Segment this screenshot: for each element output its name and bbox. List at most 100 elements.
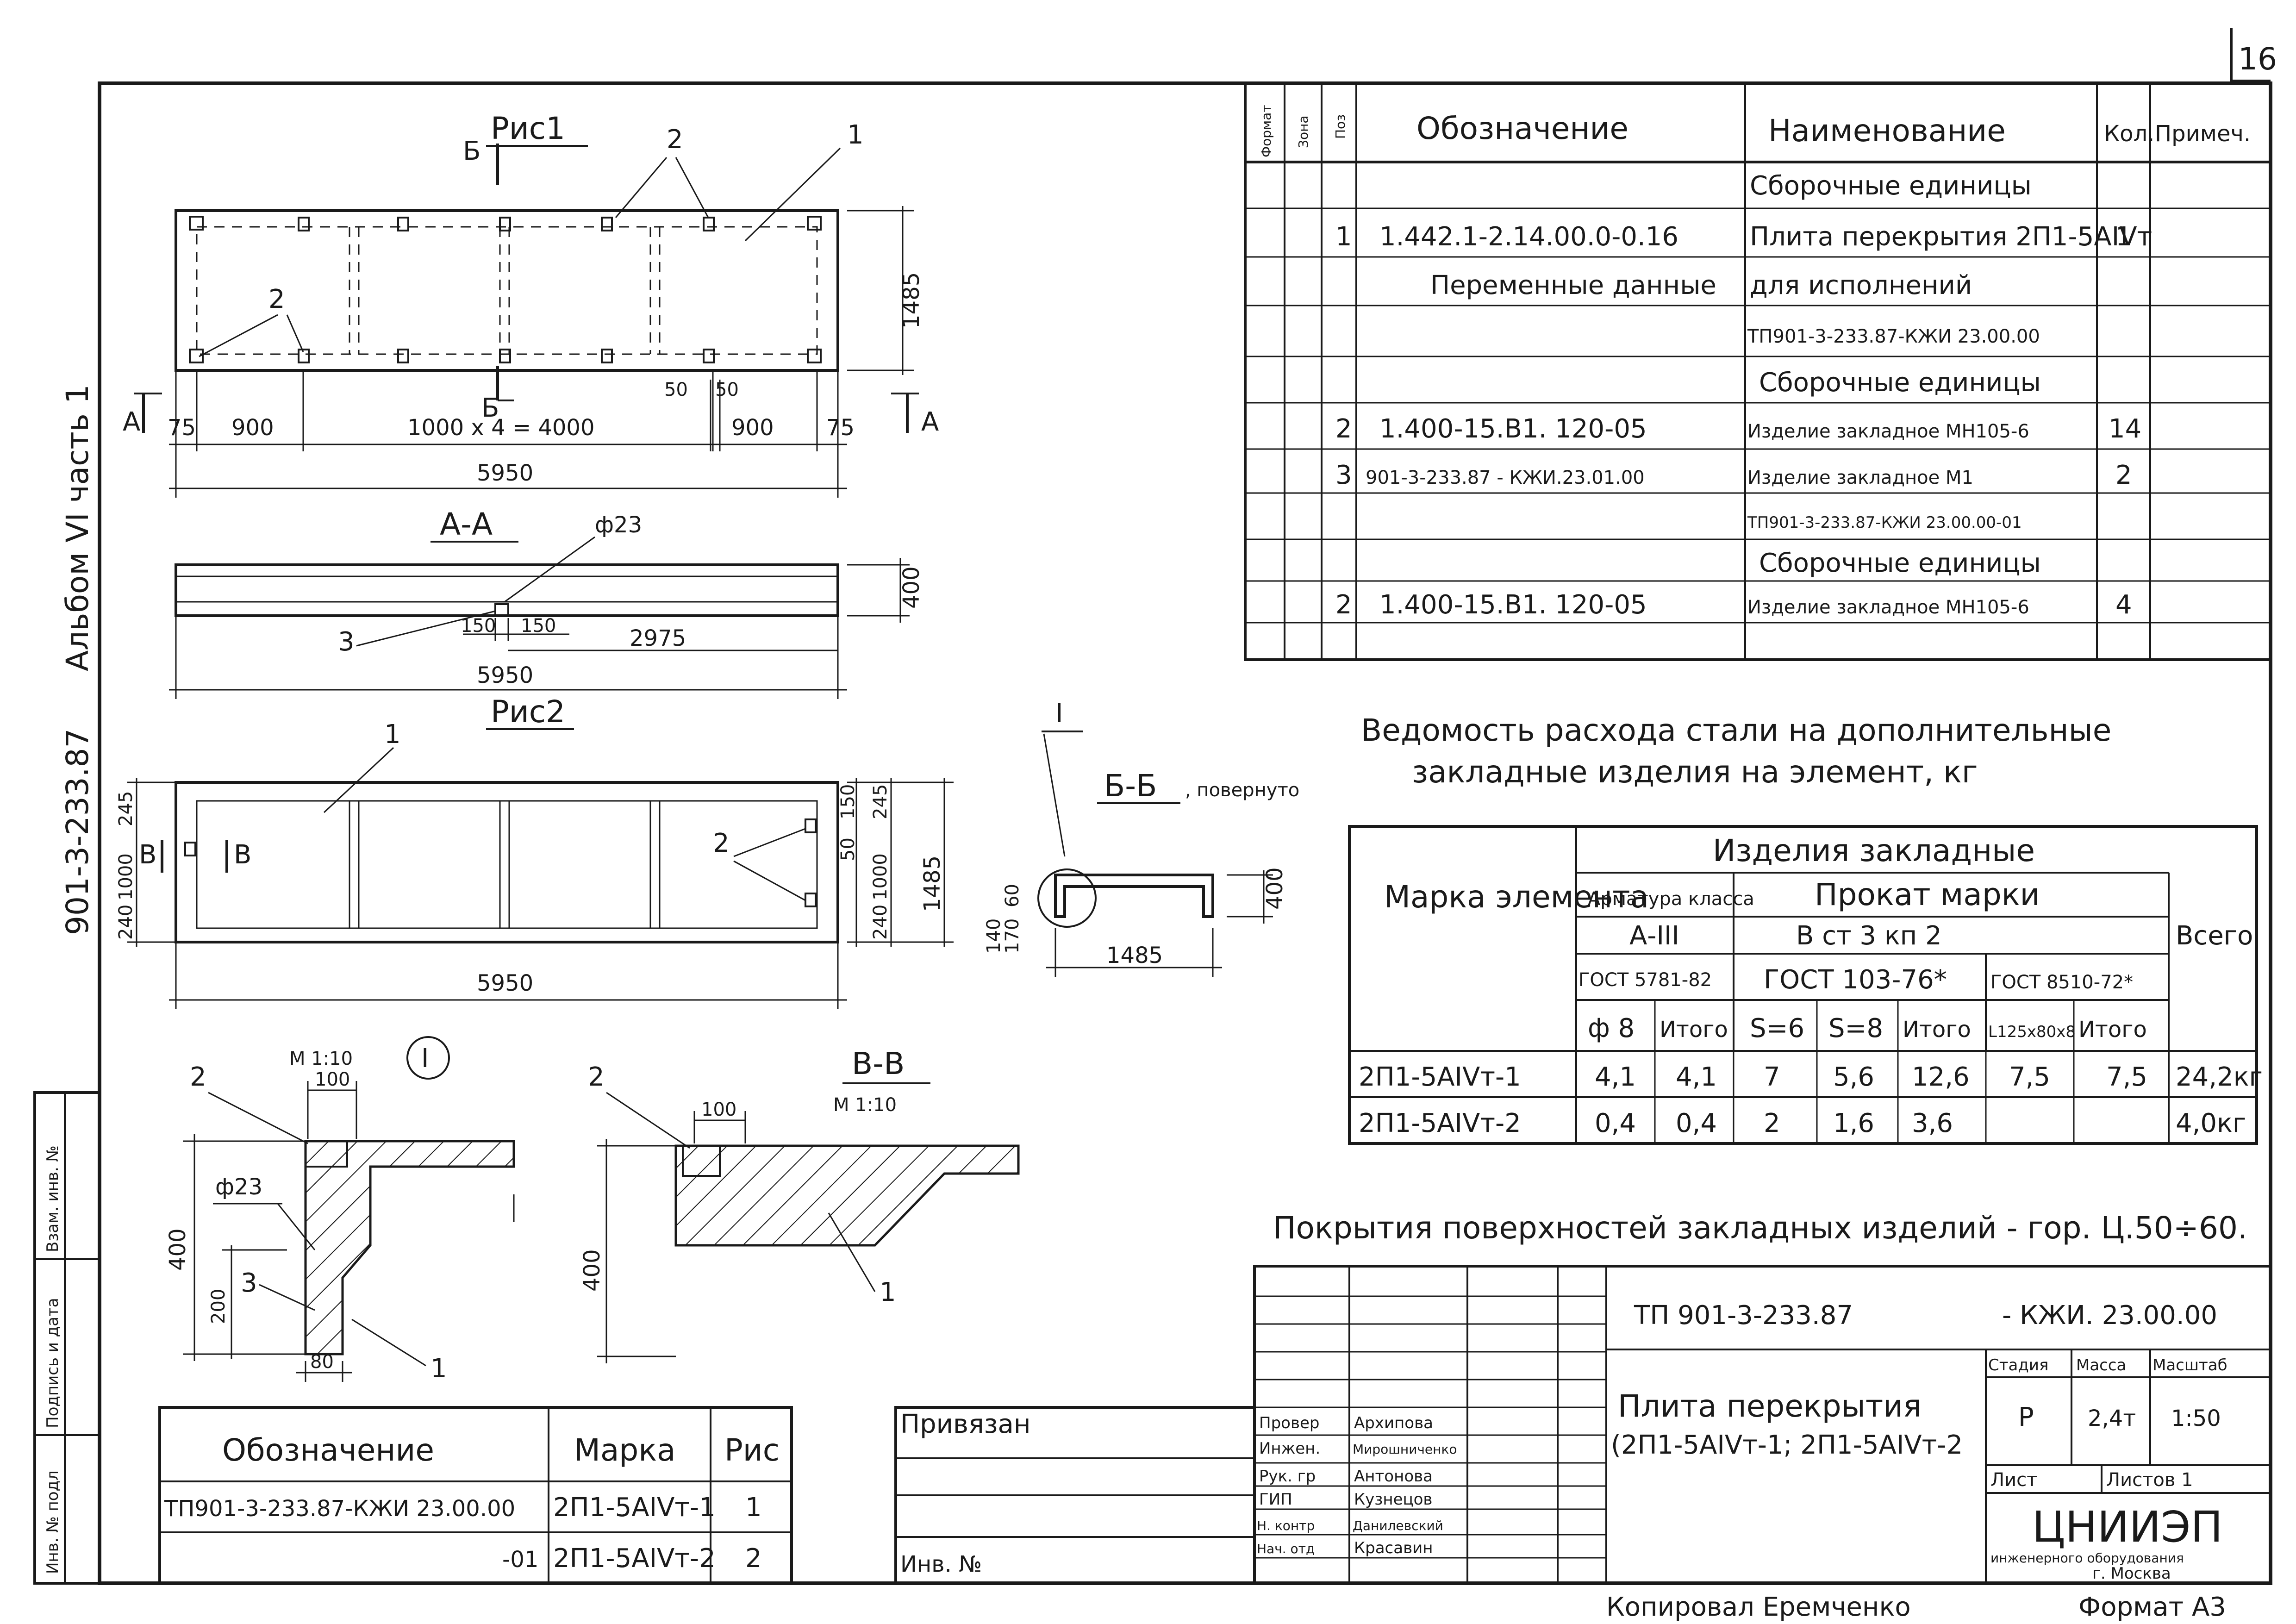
svg-text:1.442.1-2.14.00.0-0.16: 1.442.1-2.14.00.0-0.16 bbox=[1379, 222, 1678, 252]
svg-text:Н. контр: Н. контр bbox=[1257, 1518, 1315, 1533]
svg-text:Кол.: Кол. bbox=[2104, 121, 2154, 147]
svg-text:Итого: Итого bbox=[1903, 1017, 1971, 1043]
svg-text:50: 50 bbox=[837, 837, 859, 861]
svg-text:ГОСТ 103-76*: ГОСТ 103-76* bbox=[1764, 965, 1947, 995]
svg-text:Формат: Формат bbox=[1259, 105, 1274, 157]
svg-text:, повернуто: , повернуто bbox=[1185, 780, 1299, 801]
svg-text:50: 50 bbox=[715, 379, 739, 400]
svg-text:ГИП: ГИП bbox=[1259, 1490, 1292, 1509]
svg-text:2: 2 bbox=[745, 1543, 762, 1574]
node-I-mark: I bbox=[1055, 699, 1063, 729]
svg-text:2: 2 bbox=[1764, 1108, 1780, 1138]
album-label: Альбом VI часть 1 bbox=[60, 384, 95, 671]
svg-text:Арматура класса: Арматура класса bbox=[1588, 888, 1754, 910]
svg-text:ф23: ф23 bbox=[595, 512, 642, 538]
svg-text:Б: Б bbox=[463, 136, 480, 166]
svg-text:Архипова: Архипова bbox=[1354, 1414, 1433, 1432]
svg-text:5950: 5950 bbox=[477, 970, 533, 996]
svg-text:ТП901-3-233.87-КЖИ 23.00.00-01: ТП901-3-233.87-КЖИ 23.00.00-01 bbox=[1747, 513, 2022, 532]
svg-text:200: 200 bbox=[208, 1289, 229, 1324]
svg-text:7: 7 bbox=[1764, 1062, 1780, 1092]
svg-text:900: 900 bbox=[231, 415, 274, 441]
figure-2-plan: Рис2 1 2 В В 245 1000 240 150 bbox=[115, 694, 954, 1009]
svg-text:1: 1 bbox=[745, 1493, 762, 1523]
fig1-title: Рис1 bbox=[491, 111, 565, 146]
svg-text:4: 4 bbox=[2115, 590, 2132, 620]
node-I-detail: М 1:10 I 100 2 ф23 400 200 3 80 1 bbox=[165, 1036, 515, 1384]
svg-text:В: В bbox=[139, 840, 156, 870]
svg-text:3: 3 bbox=[1335, 460, 1352, 490]
svg-text:ф 8: ф 8 bbox=[1588, 1013, 1635, 1043]
svg-text:50: 50 bbox=[664, 379, 688, 400]
section-vv-title: В-В bbox=[852, 1046, 905, 1081]
svg-text:Стадия: Стадия bbox=[1988, 1356, 2048, 1374]
svg-text:Плита перекрытия 2П1-5АIVт: Плита перекрытия 2П1-5АIVт bbox=[1750, 222, 2152, 252]
svg-text:7,5: 7,5 bbox=[2009, 1062, 2050, 1092]
footer-format: Формат А3 bbox=[2078, 1592, 2226, 1622]
svg-text:4,1: 4,1 bbox=[1676, 1062, 1717, 1092]
svg-text:Итого: Итого bbox=[1660, 1017, 1728, 1043]
svg-text:240: 240 bbox=[115, 905, 137, 940]
svg-text:5950: 5950 bbox=[477, 460, 533, 486]
svg-text:4,1: 4,1 bbox=[1595, 1062, 1636, 1092]
coating-note: Покрытия поверхностей закладных изделий … bbox=[1273, 1210, 2247, 1246]
svg-text:Мирошниченко: Мирошниченко bbox=[1353, 1442, 1457, 1457]
svg-text:Кузнецов: Кузнецов bbox=[1354, 1490, 1432, 1509]
sheet-number: 16 bbox=[2238, 41, 2277, 77]
svg-text:2: 2 bbox=[713, 828, 730, 858]
svg-text:Сборочные единицы: Сборочные единицы bbox=[1759, 368, 2041, 398]
steel-table-title-1: Ведомость расхода стали на дополнительны… bbox=[1361, 712, 2111, 748]
svg-text:Марка: Марка bbox=[574, 1432, 676, 1468]
svg-text:А: А bbox=[123, 407, 140, 437]
steel-consumption-table: Ведомость расхода стали на дополнительны… bbox=[1348, 712, 2263, 1145]
svg-text:3: 3 bbox=[338, 627, 355, 657]
left-strip: Альбом VI часть 1 901-3-233.87 Инв. № по… bbox=[33, 384, 101, 1585]
svg-text:А-III: А-III bbox=[1629, 921, 1679, 951]
svg-text:5,6: 5,6 bbox=[1833, 1062, 1874, 1092]
svg-text:Нач. отд: Нач. отд bbox=[1257, 1541, 1315, 1556]
svg-text:1: 1 bbox=[2115, 222, 2132, 252]
svg-text:245: 245 bbox=[870, 784, 891, 819]
svg-text:1,6: 1,6 bbox=[1833, 1108, 1874, 1138]
section-a-a: А-А 400 ф23 3 150 150 2975 5950 bbox=[169, 506, 924, 699]
svg-text:Инжен.: Инжен. bbox=[1259, 1439, 1320, 1458]
svg-text:2,4т: 2,4т bbox=[2088, 1405, 2136, 1431]
svg-text:2П1-5АIVт-1: 2П1-5АIVт-1 bbox=[1359, 1062, 1521, 1092]
svg-text:Марка элемента: Марка элемента bbox=[1384, 879, 1649, 915]
svg-text:400: 400 bbox=[1262, 867, 1288, 910]
svg-text:Листов 1: Листов 1 bbox=[2106, 1469, 2193, 1491]
specification-table: Формат Зона Поз Обозначение Наименование… bbox=[1244, 82, 2272, 661]
svg-text:Масса: Масса bbox=[2076, 1356, 2126, 1374]
marks-table: Обозначение Марка Рис ТП901-3-233.87-КЖИ… bbox=[158, 1406, 793, 1585]
svg-text:М 1:10: М 1:10 bbox=[289, 1048, 353, 1069]
svg-text:Изделие закладное М1: Изделие закладное М1 bbox=[1747, 467, 1973, 488]
svg-text:инженерного оборудования: инженерного оборудования bbox=[1990, 1550, 2184, 1566]
svg-text:14: 14 bbox=[2109, 414, 2141, 444]
svg-text:Изделия закладные: Изделия закладные bbox=[1713, 833, 2035, 868]
svg-text:170: 170 bbox=[1002, 918, 1023, 954]
spec-header-designation: Обозначение bbox=[1416, 111, 1628, 146]
svg-text:2П1-5АIVт-2: 2П1-5АIVт-2 bbox=[1359, 1108, 1521, 1138]
svg-text:2П1-5АIVт-1: 2П1-5АIVт-1 bbox=[553, 1493, 716, 1523]
svg-text:150: 150 bbox=[461, 615, 496, 637]
svg-text:Привязан: Привязан bbox=[900, 1409, 1030, 1439]
steel-table-title-2: закладные изделия на элемент, кг bbox=[1412, 754, 1978, 790]
svg-text:3: 3 bbox=[241, 1268, 257, 1298]
svg-text:г. Москва: г. Москва bbox=[2092, 1564, 2171, 1583]
svg-text:Антонова: Антонова bbox=[1354, 1467, 1433, 1486]
section-bb-title: Б-Б bbox=[1104, 768, 1157, 804]
svg-text:2: 2 bbox=[268, 284, 285, 314]
svg-text:150: 150 bbox=[521, 615, 556, 637]
svg-text:75: 75 bbox=[168, 415, 196, 441]
svg-text:24,2кг: 24,2кг bbox=[2176, 1062, 2263, 1092]
svg-text:1: 1 bbox=[384, 719, 401, 750]
section-v-v: В-В М 1:10 100 2 400 1 bbox=[579, 1046, 1020, 1363]
svg-text:245: 245 bbox=[115, 791, 137, 826]
svg-text:Обозначение: Обозначение bbox=[222, 1432, 434, 1468]
title-line-2: (2П1-5АIVт-1; 2П1-5АIVт-2 bbox=[1611, 1430, 1963, 1460]
svg-text:S=6: S=6 bbox=[1750, 1013, 1804, 1043]
svg-text:1.400-15.В1. 120-05: 1.400-15.В1. 120-05 bbox=[1379, 414, 1647, 444]
svg-text:Лист: Лист bbox=[1990, 1469, 2037, 1491]
svg-text:1000: 1000 bbox=[870, 853, 891, 900]
svg-text:140: 140 bbox=[983, 918, 1004, 954]
